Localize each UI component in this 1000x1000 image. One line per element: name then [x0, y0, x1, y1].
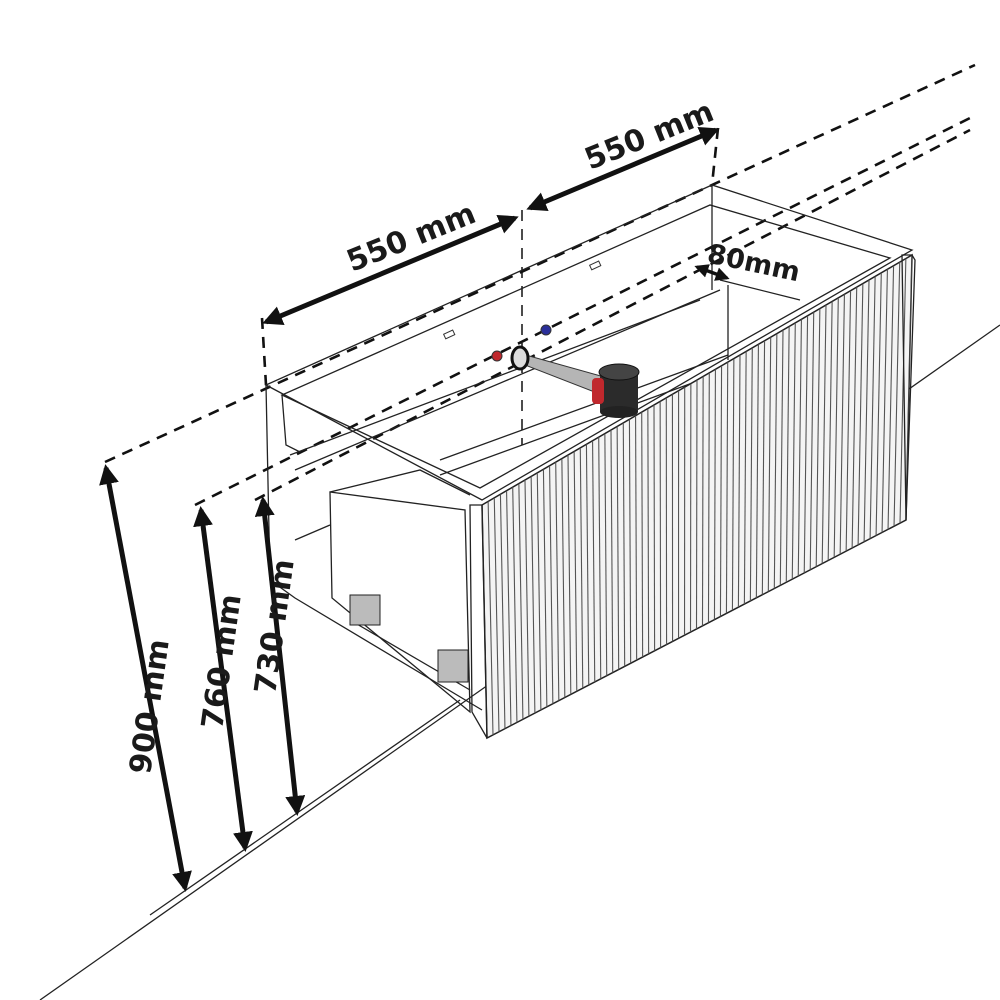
cold-water-connection-icon — [540, 324, 552, 336]
wall-base-line — [149, 699, 461, 916]
inset-label: 80mm — [705, 239, 803, 289]
flute-line — [653, 404, 656, 651]
mounting-bracket — [442, 329, 456, 340]
flute-line — [773, 333, 778, 589]
flute-line — [493, 497, 500, 732]
flute-line — [641, 412, 644, 658]
drawer-box — [329, 469, 471, 714]
flute-line — [567, 454, 572, 695]
flute-line — [803, 315, 809, 573]
flute-line — [893, 262, 901, 527]
hot-water-connection-icon — [491, 350, 503, 362]
height-label-730: 730 mm — [248, 557, 302, 696]
flute-line — [616, 426, 620, 670]
flute-line — [628, 419, 632, 664]
drawer-runner-front — [437, 649, 469, 683]
height-arrow-900 — [99, 464, 192, 892]
flute-line — [695, 379, 698, 630]
flute-line — [524, 479, 530, 717]
flute-line — [809, 312, 815, 570]
flute-line — [821, 304, 827, 564]
flute-line — [647, 408, 650, 654]
flute-line — [512, 487, 518, 723]
flute-line — [499, 494, 506, 729]
flute-line — [785, 326, 790, 583]
flute-line — [797, 319, 802, 577]
flute-line — [536, 472, 542, 710]
height-label-900: 900 mm — [123, 637, 177, 776]
flute-line — [635, 415, 638, 661]
flute-line — [549, 465, 554, 704]
width-arrow-left — [262, 214, 519, 326]
mounting-bracket — [588, 260, 602, 271]
width-label-left: 550 mm — [342, 196, 481, 279]
flute-line — [779, 329, 784, 586]
flute-line — [585, 444, 590, 686]
flute-line — [701, 376, 704, 626]
flute-line — [555, 462, 560, 701]
flute-line — [622, 422, 626, 667]
flute-line — [827, 301, 833, 561]
drawer-runner-back — [349, 594, 381, 626]
flute-line — [887, 265, 895, 530]
flute-line — [713, 369, 716, 620]
flute-line — [561, 458, 566, 698]
extension-line-right — [710, 127, 720, 186]
flute-line — [530, 476, 536, 714]
flute-line — [881, 269, 888, 533]
flute-line — [749, 347, 753, 601]
flute-line — [791, 322, 796, 580]
extension-line-left — [260, 317, 268, 386]
flute-line — [815, 308, 821, 567]
height-arrow-760 — [193, 506, 253, 852]
flute-line — [573, 451, 578, 692]
flute-line — [755, 344, 759, 598]
flute-line — [707, 372, 710, 623]
height-arrow-730 — [254, 496, 306, 816]
flute-line — [863, 279, 870, 542]
flute-line — [598, 437, 602, 679]
inset-arrow — [694, 264, 730, 281]
flute-line — [579, 447, 584, 689]
flute-line — [761, 340, 766, 595]
reference-line-top — [104, 63, 976, 464]
flute-line — [610, 429, 614, 673]
flute-line — [725, 362, 729, 614]
flute-line — [839, 294, 845, 555]
flute-line — [592, 440, 596, 682]
siphon-icon — [592, 363, 640, 418]
flute-line — [542, 469, 548, 707]
flute-line — [719, 365, 723, 617]
height-label-760: 760 mm — [195, 592, 249, 731]
flute-line — [767, 337, 772, 592]
flute-line — [845, 290, 852, 552]
flute-line — [731, 358, 735, 611]
flute-line — [899, 258, 907, 524]
flute-line — [737, 354, 741, 608]
width-arrow-right — [526, 126, 720, 212]
flute-line — [857, 283, 864, 545]
flute-line — [875, 272, 882, 536]
flute-line — [833, 297, 839, 558]
flute-line — [506, 490, 512, 726]
flute-line — [487, 501, 494, 735]
flute-line — [851, 287, 858, 549]
flute-line — [518, 483, 524, 720]
flute-line — [604, 433, 608, 676]
fluted-drawer-front — [469, 253, 916, 740]
flute-line — [743, 351, 747, 605]
flute-line — [869, 276, 876, 539]
